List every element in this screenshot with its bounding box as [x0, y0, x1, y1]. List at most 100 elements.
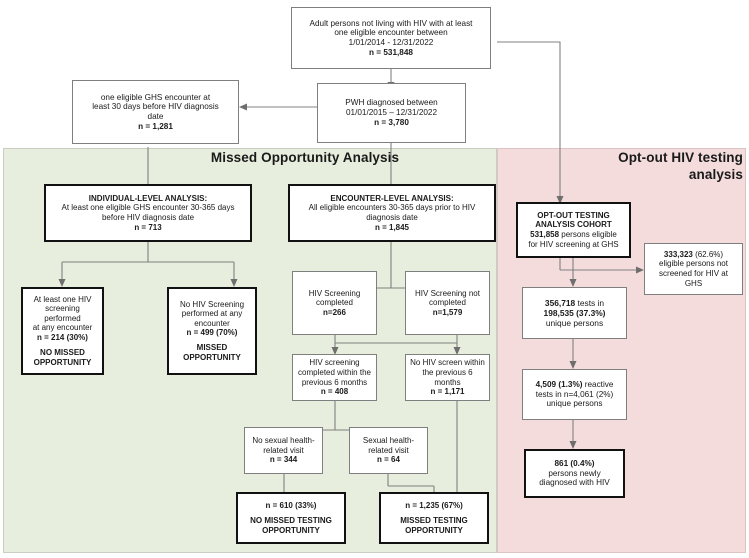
- node-scrnot-line2: completed: [429, 298, 466, 308]
- node-screening-not-completed[interactable]: HIV Screening not completed n=1,579: [405, 271, 490, 335]
- node-screening-within-6-months[interactable]: HIV screening completed within the previ…: [292, 354, 377, 401]
- node-ghs30-line1: one eligible GHS encounter at: [100, 92, 211, 102]
- node-at-least-one-screening[interactable]: At least one HIV screening performed at …: [21, 287, 104, 375]
- node-sexual-line1: Sexual health-: [362, 436, 415, 446]
- node-optout-heading2: ANALYSIS COHORT: [535, 220, 612, 230]
- node-no-sexual-health-visit[interactable]: No sexual health- related visit n = 344: [244, 427, 323, 474]
- node-source-cohort[interactable]: Adult persons not living with HIV with a…: [291, 7, 491, 69]
- node-individual-line3: before HIV diagnosis date: [101, 213, 195, 222]
- node-nosexual-line2: related visit: [263, 445, 304, 455]
- node-pwh-line2: 01/01/2015 – 12/31/2022: [345, 108, 438, 118]
- node-atleastone-label2: OPPORTUNITY: [33, 357, 92, 367]
- node-no-screen-within-6-months[interactable]: No HIV screen within the previous 6 mont…: [405, 354, 490, 401]
- node-no-missed-testing-opportunity[interactable]: n = 610 (33%) NO MISSED TESTING OPPORTUN…: [236, 492, 346, 544]
- node-nowithin6-line1: No HIV screen within: [410, 358, 485, 368]
- node-individual-line2: At least one eligible GHS encounter 30-3…: [61, 203, 235, 213]
- panel-title-opt-out-line1: Opt-out HIV testing: [618, 150, 743, 165]
- node-notscreened-count: 333,323: [663, 249, 693, 259]
- node-nomissedtest-label1: NO MISSED TESTING: [250, 516, 332, 526]
- node-opt-out-testing-cohort[interactable]: OPT-OUT TESTING ANALYSIS COHORT 531,858 …: [516, 202, 631, 258]
- node-newdx-count: 861 (0.4%): [554, 458, 595, 468]
- node-reactive-line2: tests in n=4,061 (2%): [536, 390, 614, 400]
- node-missedtest-count: n = 1,235 (67%): [405, 500, 463, 510]
- node-atleastone-count: n = 214 (30%): [37, 332, 88, 342]
- node-noscreen-label2: OPPORTUNITY: [183, 352, 241, 362]
- node-tests-count: 356,718: [544, 298, 576, 308]
- node-notscreened-line3: screened for HIV at: [659, 269, 728, 278]
- node-sexual-count: n = 64: [377, 455, 400, 465]
- node-newly-diagnosed[interactable]: 861 (0.4%) persons newly diagnosed with …: [524, 449, 625, 498]
- panel-title-opt-out: Opt-out HIV testing analysis: [575, 150, 743, 184]
- node-individual-heading: INDIVIDUAL-LEVEL ANALYSIS:: [88, 193, 208, 203]
- node-ghs30-line2: least 30 days before HIV diagnosis: [92, 102, 219, 112]
- node-ghs-encounter-30-days[interactable]: one eligible GHS encounter at least 30 d…: [72, 80, 239, 144]
- node-atleastone-line2: screening performed: [44, 304, 81, 323]
- node-encounter-count: n = 1,845: [374, 222, 410, 232]
- node-encounter-line3: diagnosis date: [366, 213, 418, 222]
- node-reactive-tests[interactable]: 4,509 (1.3%) reactive tests in n=4,061 (…: [522, 369, 627, 420]
- node-nowithin6-line3: months: [434, 377, 461, 387]
- node-noscreen-label1: MISSED: [196, 343, 228, 353]
- node-scrcomp-count: n=266: [323, 307, 346, 317]
- node-nomissedtest-label2: OPPORTUNITY: [262, 525, 320, 535]
- node-tests-unique-persons[interactable]: 356,718 tests in 198,535 (37.3%) unique …: [522, 287, 627, 339]
- node-optout-line3: 531,858 persons eligible: [530, 230, 617, 240]
- node-reactive-line1-suffix: reactive: [582, 379, 614, 389]
- node-ghs30-count: n = 1,281: [138, 121, 173, 131]
- node-optout-line3-suffix: persons eligible: [559, 230, 617, 239]
- node-newdx-line3: diagnosed with HIV: [539, 478, 610, 488]
- node-source-cohort-count: n = 531,848: [369, 47, 413, 57]
- node-encounter-level-analysis[interactable]: ENCOUNTER-LEVEL ANALYSIS: All eligible e…: [288, 184, 496, 242]
- node-noscreen-line3: encounter: [194, 318, 230, 328]
- node-noscreen-count: n = 499 (70%): [186, 328, 238, 338]
- panel-title-opt-out-line2: analysis: [688, 166, 743, 182]
- node-scrnot-line1: HIV Screening not: [415, 288, 480, 298]
- node-sexual-line2: related visit: [368, 445, 409, 455]
- node-optout-line4: for HIV screening at GHS: [528, 239, 619, 249]
- node-nowithin6-count: n = 1,171: [430, 387, 465, 397]
- node-tests-line1: 356,718 tests in: [545, 298, 604, 308]
- node-no-screening-performed[interactable]: No HIV Screening performed at any encoun…: [167, 287, 257, 375]
- node-within6-count: n = 408: [320, 387, 349, 397]
- node-screening-completed[interactable]: HIV Screening completed n=266: [292, 271, 377, 335]
- node-reactive-line2-text: tests in n=4,061 (2%): [535, 389, 614, 399]
- node-missedtest-label2: OPPORTUNITY: [405, 525, 463, 535]
- node-missedtest-label1: MISSED TESTING: [400, 516, 468, 526]
- node-individual-count: n = 713: [134, 222, 162, 232]
- node-nowithin6-line2: the previous 6: [422, 367, 473, 377]
- node-ghs30-line3: date: [147, 112, 164, 121]
- panel-title-missed-opportunity: Missed Opportunity Analysis: [210, 150, 400, 165]
- node-optout-count: 531,858: [530, 230, 560, 239]
- node-notscreened-line1: 333,323 (62.6%): [664, 250, 723, 260]
- node-scrcomp-line1: HIV Screening: [308, 288, 361, 298]
- node-optout-heading1: OPT-OUT TESTING: [537, 210, 610, 220]
- node-nosexual-line1: No sexual health-: [252, 436, 315, 446]
- node-pwh-count: n = 3,780: [374, 117, 409, 127]
- node-notscreened-line4: GHS: [684, 278, 703, 288]
- node-encounter-heading: ENCOUNTER-LEVEL ANALYSIS:: [330, 193, 454, 203]
- node-reactive-line3: unique persons: [546, 399, 603, 409]
- node-within6-line3: previous 6 months: [301, 377, 368, 387]
- node-reactive-line1: 4,509 (1.3%) reactive: [536, 380, 614, 390]
- node-noscreen-line2: performed at any: [181, 309, 243, 319]
- node-not-screened[interactable]: 333,323 (62.6%) eligible persons not scr…: [644, 243, 743, 295]
- node-individual-level-analysis[interactable]: INDIVIDUAL-LEVEL ANALYSIS: At least one …: [44, 184, 252, 242]
- node-noscreen-line1: No HIV Screening: [179, 299, 245, 309]
- node-atleastone-label1: NO MISSED: [40, 348, 85, 358]
- node-tests-line3: unique persons: [545, 318, 604, 328]
- node-nomissedtest-count: n = 610 (33%): [265, 500, 317, 510]
- node-tests-line1-suffix: tests in: [575, 298, 605, 308]
- node-reactive-count: 4,509 (1.3%): [535, 379, 583, 389]
- node-tests-line2: 198,535 (37.3%): [543, 308, 606, 318]
- node-source-cohort-line2: one eligible encounter between: [334, 28, 448, 38]
- node-pwh-diagnosed[interactable]: PWH diagnosed between 01/01/2015 – 12/31…: [317, 83, 466, 143]
- node-encounter-line2: All eligible encounters 30-365 days prio…: [308, 203, 476, 213]
- node-notscreened-pct: (62.6%): [692, 249, 724, 259]
- node-missed-testing-opportunity[interactable]: n = 1,235 (67%) MISSED TESTING OPPORTUNI…: [379, 492, 489, 544]
- node-scrcomp-line2: completed: [316, 298, 353, 308]
- node-source-cohort-line1: Adult persons not living with HIV with a…: [309, 18, 473, 28]
- node-sexual-health-visit[interactable]: Sexual health- related visit n = 64: [349, 427, 428, 474]
- node-within6-line2: completed within the: [298, 367, 371, 377]
- node-atleastone-line3: at any encounter: [32, 323, 93, 333]
